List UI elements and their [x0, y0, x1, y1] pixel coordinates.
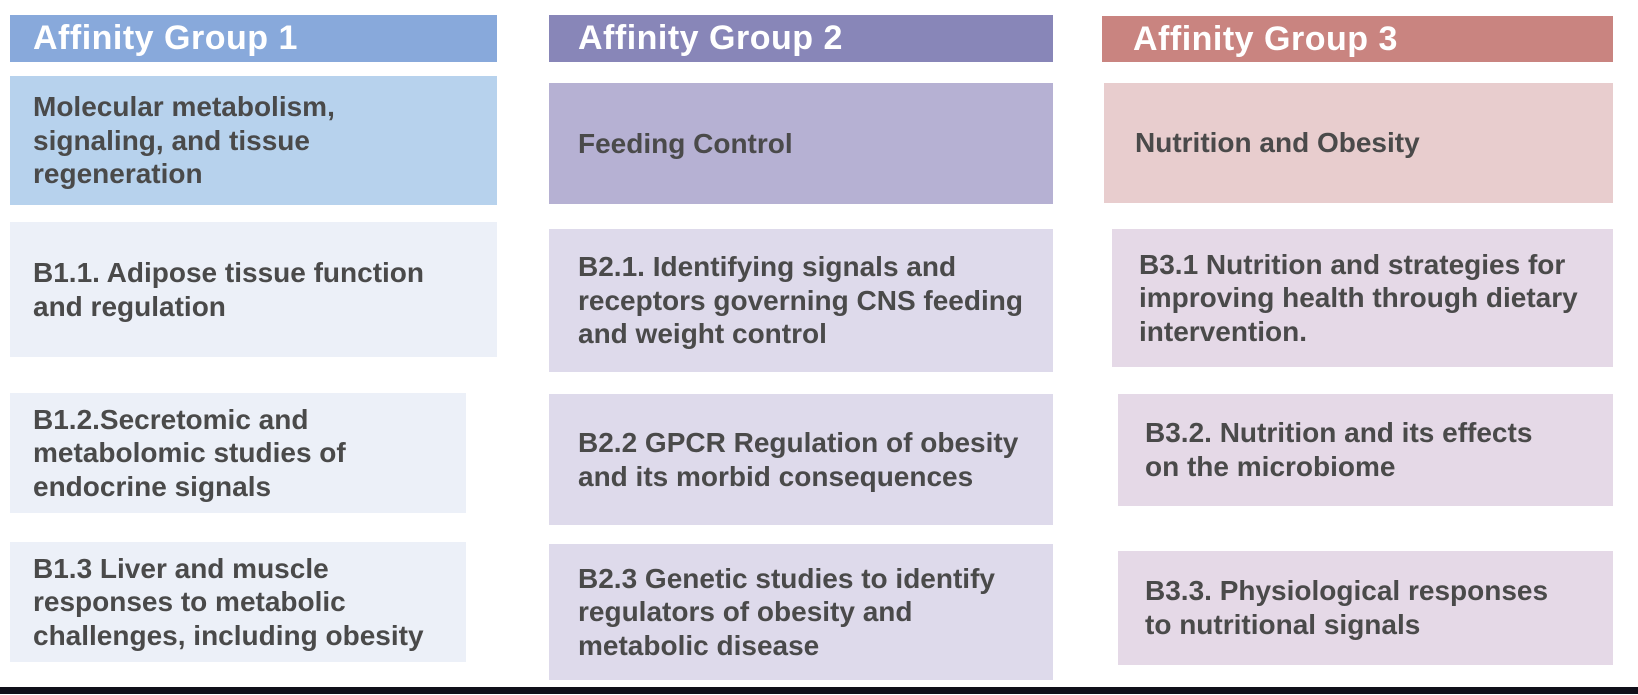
bottom-border: [0, 687, 1638, 694]
affinity-group-1-item-3: B1.3 Liver and muscle responses to metab…: [10, 542, 466, 662]
affinity-group-1-header-label: Affinity Group 1: [33, 19, 298, 58]
affinity-group-1-item-2-label: B1.2.Secretomic and metabolomic studies …: [33, 403, 346, 502]
affinity-group-1-item-1-label: B1.1. Adipose tissue function and regula…: [33, 256, 425, 322]
affinity-group-1-topic-label: Molecular metabolism, signaling, and tis…: [33, 91, 335, 190]
affinity-group-1-item-1: B1.1. Adipose tissue function and regula…: [10, 222, 497, 357]
affinity-group-2-header: Affinity Group 2: [549, 15, 1053, 62]
affinity-group-3-item-2: B3.2. Nutrition and its effects on the m…: [1118, 394, 1613, 506]
affinity-group-3-item-3: B3.3. Physiological responses to nutriti…: [1118, 551, 1613, 665]
affinity-group-2-item-1-label: B2.1. Identifying signals and receptors …: [578, 251, 1023, 350]
affinity-group-2-topic: Feeding Control: [549, 83, 1053, 204]
affinity-group-1-topic: Molecular metabolism, signaling, and tis…: [10, 76, 497, 205]
affinity-group-3-item-3-label: B3.3. Physiological responses to nutriti…: [1145, 575, 1549, 640]
affinity-group-2-item-3: B2.3 Genetic studies to identify regulat…: [549, 544, 1053, 680]
affinity-group-3-topic: Nutrition and Obesity: [1104, 83, 1613, 203]
affinity-group-2-item-3-label: B2.3 Genetic studies to identify regulat…: [578, 562, 995, 661]
affinity-group-2-topic-label: Feeding Control: [578, 127, 793, 159]
affinity-group-3-header: Affinity Group 3: [1102, 16, 1613, 62]
affinity-group-1-item-3-label: B1.3 Liver and muscle responses to metab…: [33, 552, 424, 651]
affinity-group-2-header-label: Affinity Group 2: [578, 19, 843, 58]
affinity-group-3-item-2-label: B3.2. Nutrition and its effects on the m…: [1145, 417, 1533, 482]
affinity-group-3-topic-label: Nutrition and Obesity: [1135, 127, 1420, 159]
affinity-group-1-item-2: B1.2.Secretomic and metabolomic studies …: [10, 393, 466, 513]
affinity-group-3-item-1-label: B3.1 Nutrition and strategies for improv…: [1139, 248, 1578, 347]
affinity-group-2-item-2: B2.2 GPCR Regulation of obesity and its …: [549, 394, 1053, 525]
affinity-group-2-item-1: B2.1. Identifying signals and receptors …: [549, 229, 1053, 372]
affinity-group-1-header: Affinity Group 1: [10, 15, 497, 62]
affinity-group-2-item-2-label: B2.2 GPCR Regulation of obesity and its …: [578, 426, 1019, 492]
affinity-group-3-item-1: B3.1 Nutrition and strategies for improv…: [1112, 229, 1613, 367]
affinity-group-3-header-label: Affinity Group 3: [1133, 19, 1398, 58]
